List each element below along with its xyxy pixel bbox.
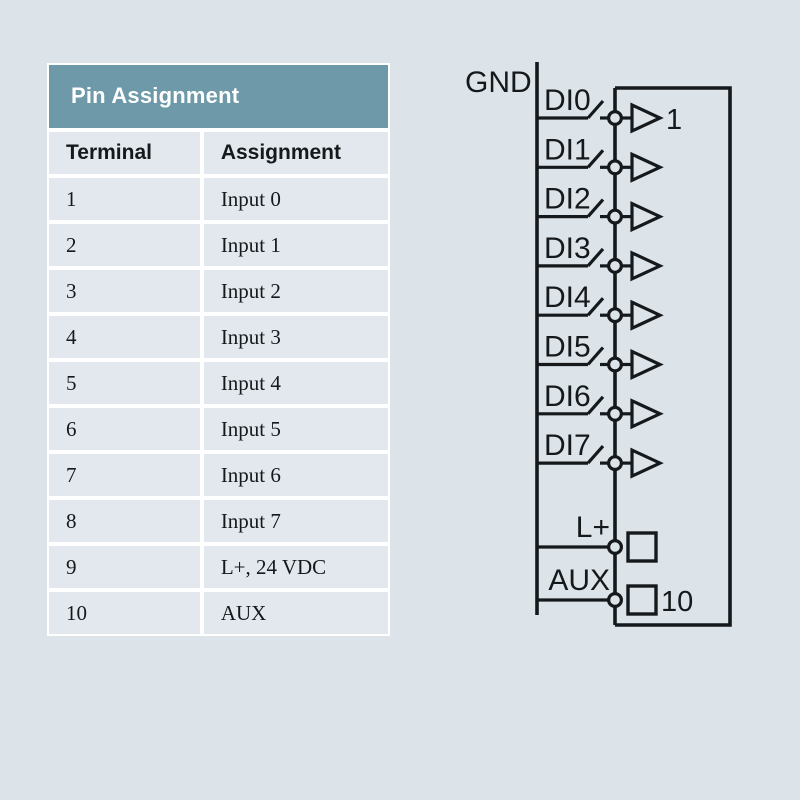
table-title-row: Pin Assignment [47,63,390,130]
cell-terminal: 3 [47,268,202,314]
channel-label: DI2 [544,183,591,216]
switch-contact-icon [586,247,605,267]
buffer-triangle-icon [630,201,664,233]
cell-terminal: 1 [47,176,202,222]
cell-assignment: Input 3 [201,314,390,360]
terminal-node-icon [607,455,624,472]
cell-assignment: AUX [201,590,390,636]
cell-terminal: 4 [47,314,202,360]
buffer-triangle-icon [630,447,664,479]
cell-assignment: L+, 24 VDC [201,544,390,590]
cell-terminal: 7 [47,452,202,498]
cell-terminal: 9 [47,544,202,590]
column-header-terminal: Terminal [47,130,202,176]
channel-number-label: 1 [666,104,682,136]
buffer-triangle-icon [630,151,664,183]
power-terminal-label: L+ [576,511,610,544]
buffer-triangle-icon [630,299,664,331]
switch-contact-icon [586,395,605,415]
cell-assignment: Input 6 [201,452,390,498]
buffer-triangle-icon [630,348,664,381]
cell-terminal: 8 [47,498,202,544]
cell-assignment: Input 1 [201,222,390,268]
channel-label: DI1 [544,133,591,166]
terminal-number-label: 10 [661,586,693,618]
terminal-node-icon [607,257,624,274]
channel-label: DI0 [544,84,591,117]
power-terminal-label: AUX [548,564,610,597]
table-header-row: Terminal Assignment [47,130,390,176]
module-outline [615,86,732,627]
cell-assignment: Input 7 [201,498,390,544]
terminal-node-icon [607,307,624,324]
cell-assignment: Input 5 [201,406,390,452]
square-terminal-icon [626,584,658,616]
cell-terminal: 5 [47,360,202,406]
gnd-label: GND [465,66,532,99]
switch-contact-icon [586,99,605,120]
buffer-triangle-icon [630,102,664,134]
switch-contact-icon [586,346,605,366]
cell-terminal: 2 [47,222,202,268]
channel-label: DI3 [544,232,591,265]
terminal-node-icon [607,405,624,422]
terminal-node-icon [607,159,624,176]
channel-label: DI6 [544,380,591,413]
cell-assignment: Input 0 [201,176,390,222]
switch-contact-icon [586,198,605,218]
cell-assignment: Input 2 [201,268,390,314]
channel-label: DI7 [544,429,591,462]
channel-label: DI4 [544,281,591,314]
switch-contact-icon [586,297,605,317]
terminal-node-icon [607,109,624,126]
terminal-node-icon [607,591,624,608]
terminal-node-icon [607,208,624,225]
switch-contact-icon [586,149,605,169]
switch-contact-icon [586,445,605,465]
buffer-triangle-icon [630,250,664,282]
cell-terminal: 10 [47,590,202,636]
terminal-node-icon [607,356,624,373]
table-title: Pin Assignment [47,63,390,130]
terminal-node-icon [607,539,624,556]
cell-assignment: Input 4 [201,360,390,406]
buffer-triangle-icon [630,398,664,430]
channel-label: DI5 [544,331,591,364]
cell-terminal: 6 [47,406,202,452]
power-terminal-group: L+ AUX 10 [537,511,693,618]
column-header-assignment: Assignment [201,130,390,176]
square-terminal-icon [626,531,658,563]
